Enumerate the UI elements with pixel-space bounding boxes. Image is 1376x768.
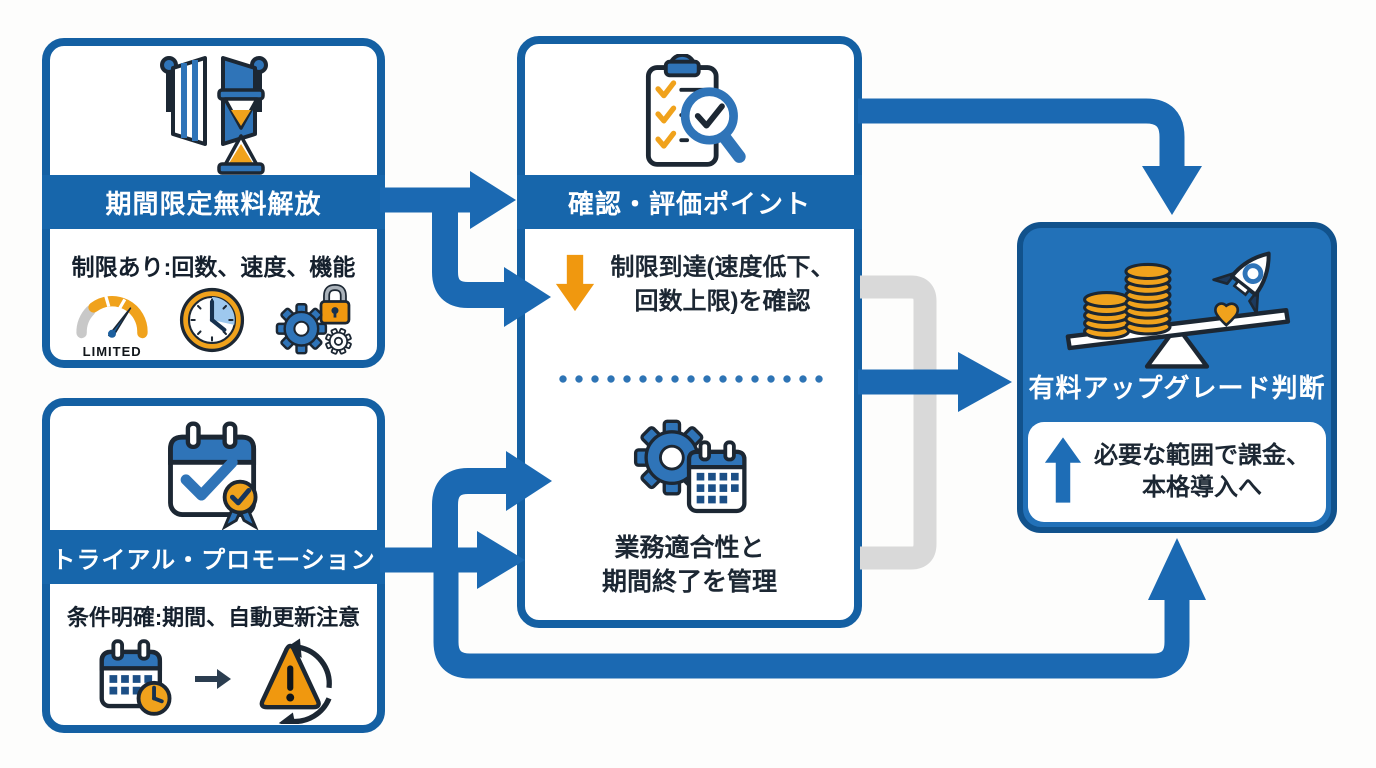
gray-loop-connector [860, 275, 937, 570]
upgrade-note-line2: 本格導入へ [1142, 474, 1262, 501]
speed-gauge-icon: LIMITED [71, 285, 153, 359]
arrow-evaluation-to-upgrade-top [858, 98, 1202, 215]
calendar-deadline-icon [94, 636, 186, 727]
checklist-magnifier-icon [525, 54, 854, 176]
gear-calendar-icon [525, 416, 854, 524]
small-arrow-icon [193, 666, 233, 697]
evaluation-banner: 確認・評価ポイント [517, 175, 862, 229]
box-evaluation: 確認・評価ポイント 制限到達(速度低下、 回数上限)を確認 [517, 36, 862, 628]
point1-line2: 回数上限)を確認 [634, 288, 811, 315]
warning-renewal-icon [240, 634, 344, 730]
calendar-check-award-icon [50, 414, 377, 530]
box-free-release: 期間限定無料解放 制限あり:回数、速度、機能 LIMITED [42, 38, 385, 368]
point2-line2: 期間終了を管理 [601, 568, 777, 596]
upgrade-note: 必要な範囲で課金、 本格導入へ [1028, 422, 1326, 522]
trial-promo-banner: トライアル・プロモーション [42, 530, 385, 584]
down-arrow-icon [555, 252, 595, 319]
gates-hourglass-icon [50, 52, 377, 177]
trial-promo-subtitle: 条件明確:期間、自動更新注意 [66, 605, 361, 630]
evaluation-point1: 制限到達(速度低下、 回数上限)を確認 [555, 251, 840, 319]
arrow-evaluation-to-upgrade [858, 352, 1012, 412]
gears-lock-icon [272, 283, 356, 361]
limited-label: LIMITED [82, 344, 142, 359]
coins-rocket-balance-icon [1023, 238, 1331, 370]
upgrade-title: 有料アップグレード判断 [1028, 373, 1326, 403]
arrow-free-to-evaluation [380, 171, 516, 229]
clock-icon [175, 283, 249, 362]
box-upgrade: 有料アップグレード判断 必要な範囲で課金、 本格導入へ [1017, 222, 1337, 533]
free-release-title: 期間限定無料解放 [105, 188, 322, 219]
up-arrow-icon [1044, 434, 1082, 511]
point1-line1: 制限到達(速度低下、 [610, 254, 835, 281]
trial-promo-title: トライアル・プロモーション [51, 546, 376, 574]
point2-line1: 業務適合性と [614, 534, 765, 562]
dotted-divider [555, 374, 828, 384]
evaluation-point2: 業務適合性と 期間終了を管理 [525, 531, 854, 599]
upgrade-note-line1: 必要な範囲で課金、 [1094, 442, 1310, 469]
box-trial-promo: トライアル・プロモーション 条件明確:期間、自動更新注意 [42, 398, 385, 733]
evaluation-title: 確認・評価ポイント [567, 188, 811, 219]
arrow-trial-to-evaluation [380, 531, 525, 589]
free-release-subtitle: 制限あり:回数、速度、機能 [71, 254, 356, 280]
free-release-banner: 期間限定無料解放 [42, 175, 385, 229]
